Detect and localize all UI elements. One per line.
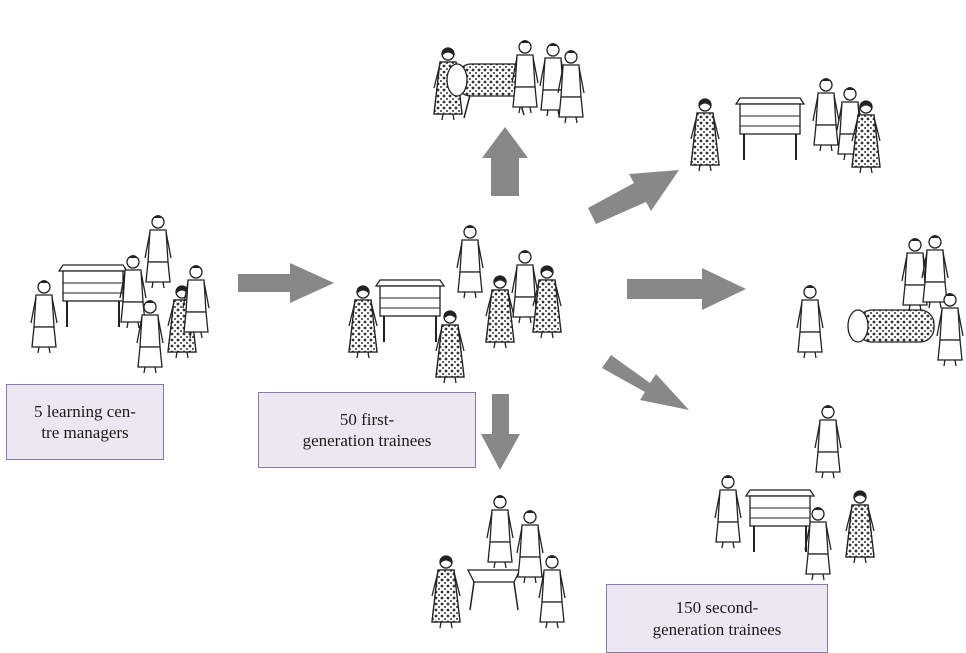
label-first-gen-line2: generation trainees bbox=[302, 431, 432, 450]
label-second-generation-trainees: 150 second- generation trainees bbox=[606, 584, 828, 653]
illustration-lower-right-group bbox=[714, 404, 875, 581]
label-second-gen-line2: generation trainees bbox=[652, 619, 782, 639]
arrow-up-right bbox=[588, 170, 679, 224]
arrow-right-to-first-generation bbox=[238, 263, 334, 303]
illustration-bottom-group bbox=[431, 494, 566, 629]
arrow-right-middle bbox=[627, 268, 746, 310]
label-first-generation-trainees: 50 first- generation trainees bbox=[258, 392, 476, 468]
label-second-gen-line1: 150 second- bbox=[675, 598, 759, 618]
illustration-upper-right-group bbox=[690, 77, 881, 174]
illustration-top-log-hive-group bbox=[433, 39, 585, 124]
arrow-down-right bbox=[602, 355, 689, 410]
illustration-first-generation-group bbox=[348, 224, 562, 384]
label-managers-line2: tre managers bbox=[41, 423, 129, 442]
arrow-down-to-bottom-group bbox=[481, 394, 520, 470]
label-first-gen-line1: 50 first- bbox=[339, 409, 395, 429]
label-learning-centre-managers: 5 learning cen- tre managers bbox=[6, 384, 164, 460]
illustration-middle-right-group bbox=[796, 234, 964, 367]
arrow-up-to-top-group bbox=[482, 127, 528, 196]
label-managers-line1: 5 learning cen- bbox=[34, 401, 136, 421]
illustration-managers-group bbox=[30, 214, 210, 374]
